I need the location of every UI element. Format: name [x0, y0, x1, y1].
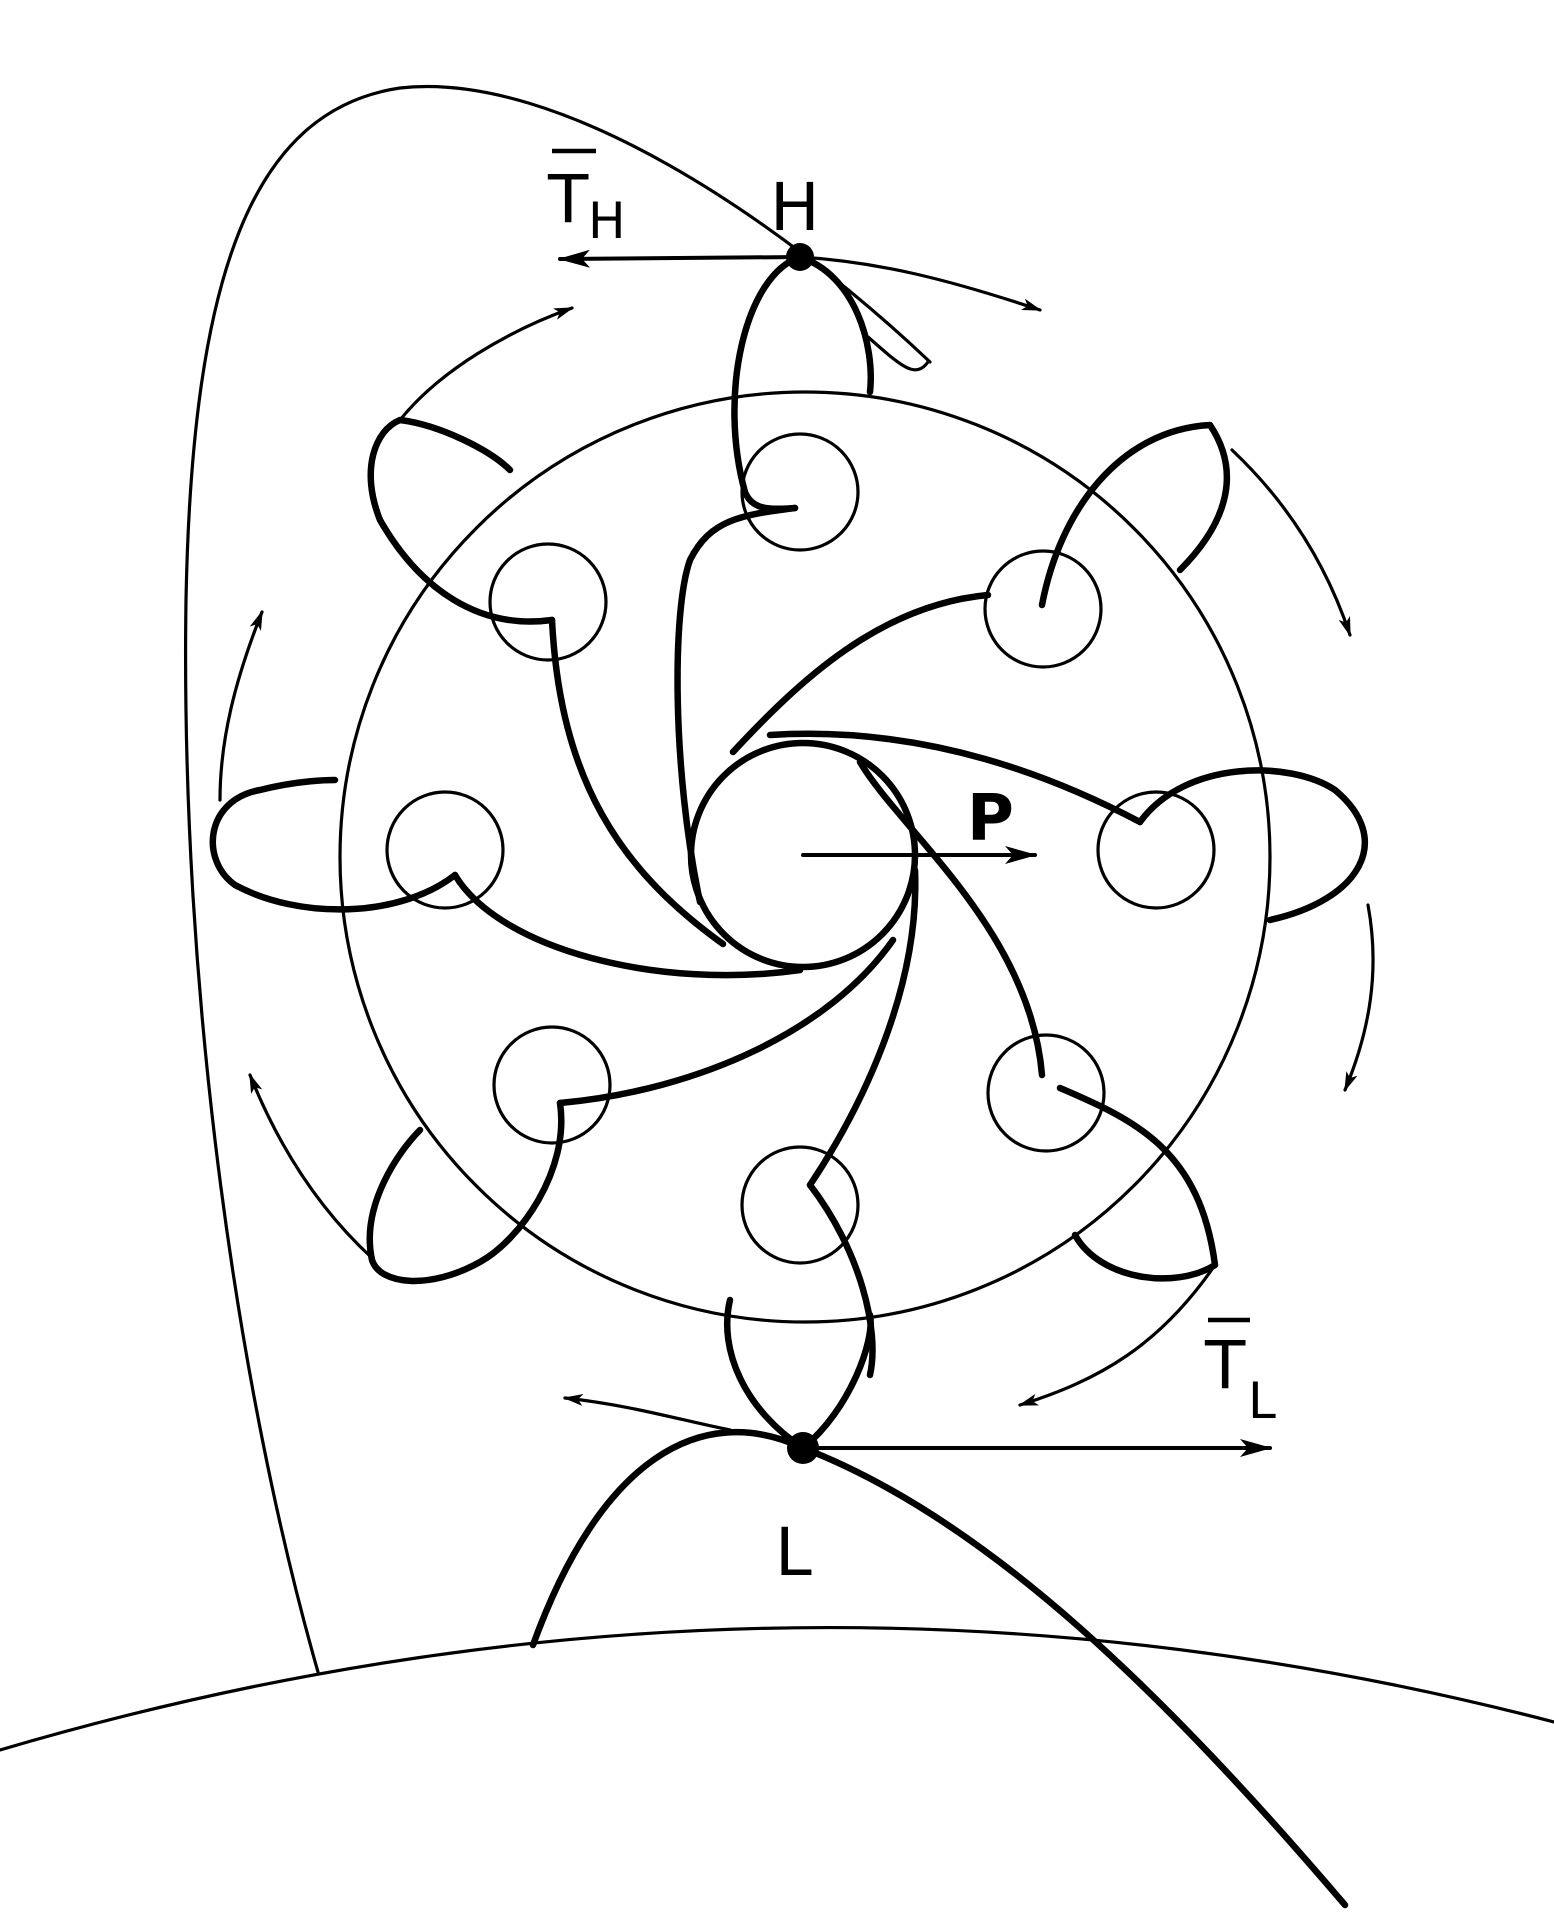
spiral-spoke	[451, 871, 804, 979]
cusp-loop	[367, 416, 556, 625]
spiral-spoke	[856, 758, 1046, 1079]
cusp-loop	[799, 1311, 874, 1452]
epicycle-circle	[986, 1033, 1106, 1153]
cusp-loop	[366, 1099, 565, 1285]
spiral-spoke	[556, 936, 897, 1107]
epicycle-circles	[385, 432, 1216, 1265]
epicycle-circle	[488, 542, 608, 662]
cusp-loop	[1038, 421, 1231, 609]
cusp-loop	[209, 776, 459, 913]
high-tangent-line	[866, 335, 930, 372]
t-high-arrow	[558, 249, 802, 268]
low-point	[787, 1432, 819, 1464]
epicycle-circle	[740, 432, 860, 552]
orbit-arrow	[563, 1393, 732, 1432]
orbit-arrow	[1343, 903, 1375, 1092]
epicycle-circle	[983, 549, 1103, 669]
spiral-spoke	[766, 730, 1144, 826]
outer-envelope-curve	[184, 85, 932, 1674]
orbit-arrow	[218, 610, 264, 802]
orbit-arrow	[1018, 1263, 1217, 1407]
spiral-spoke	[806, 866, 919, 1189]
epicycle-circle	[492, 1025, 612, 1145]
earth-surface-arc	[0, 1625, 1554, 1752]
cusp-loop	[806, 1181, 876, 1379]
cusp-loop	[1056, 1084, 1219, 1282]
t-low-label: T L	[1204, 1317, 1276, 1430]
cusp-loop	[1136, 767, 1368, 924]
orbit-arrows	[218, 255, 1375, 1432]
epicycle-circle	[1096, 790, 1216, 910]
cusp-loop	[731, 253, 804, 513]
high-label: H	[770, 169, 820, 246]
low-label: L	[775, 1514, 812, 1591]
t-high-label: T H	[547, 148, 626, 250]
epicycle-circle	[740, 1145, 860, 1265]
low-bulge-curve	[529, 1429, 807, 1649]
orbit-arrow	[248, 1073, 374, 1260]
spiral-spoke	[548, 616, 727, 948]
t-low-subscript: L	[1248, 1372, 1276, 1430]
orbit-arrow	[798, 255, 1042, 312]
cusp-loops	[209, 253, 1368, 1452]
high-point	[786, 243, 814, 271]
t-high-subscript: H	[588, 192, 626, 250]
cusp-loop	[796, 253, 874, 396]
orbit-arrow	[1230, 448, 1352, 637]
cusp-loop	[723, 1296, 807, 1452]
epicycle-circle	[385, 790, 505, 910]
pole-label: P	[967, 782, 1014, 856]
t-high-letter: T	[547, 161, 589, 238]
spiral-spoke	[729, 591, 992, 756]
t-low-letter: T	[1204, 1327, 1246, 1404]
main-orbit-circle	[338, 390, 1272, 1324]
spiral-spokes	[451, 504, 1144, 1189]
spiral-spoke	[674, 504, 799, 906]
low-descending-line	[799, 1444, 1349, 1909]
orbit-arrow	[398, 306, 574, 422]
